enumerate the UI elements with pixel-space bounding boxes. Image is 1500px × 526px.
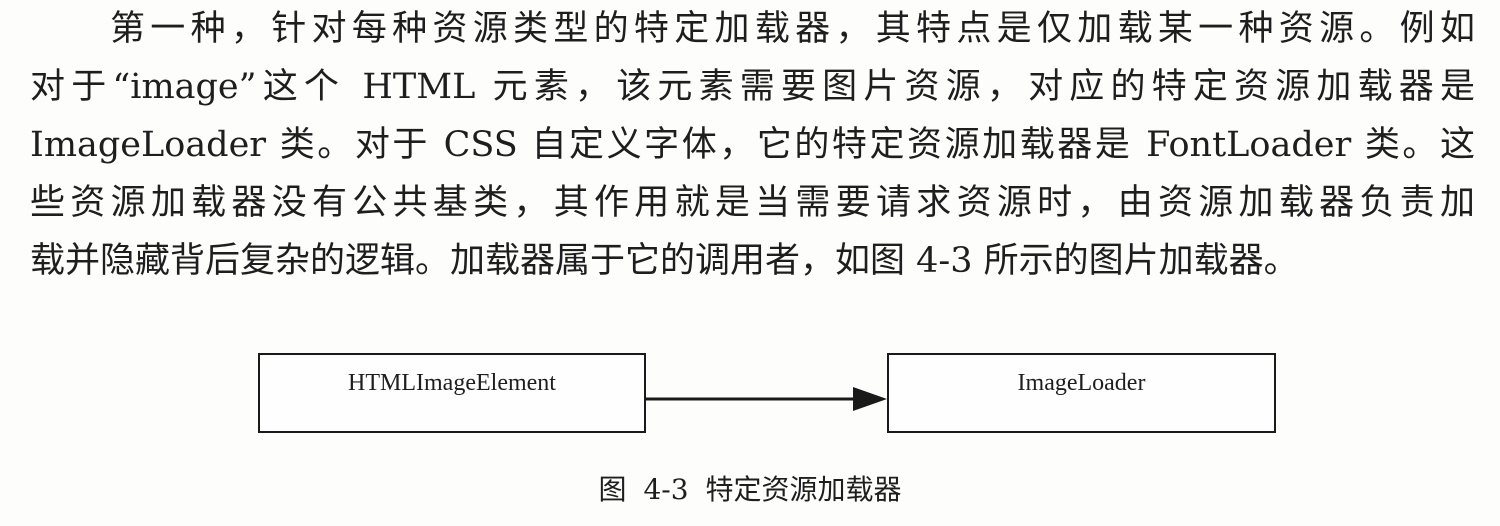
paragraph-line-1: 第一种，针对每种资源类型的特定加载器，其特点是仅加载某一种资源。例如 <box>110 9 1475 49</box>
loader-diagram: HTMLImageElement ImageLoader <box>0 350 1500 450</box>
arrow-connector <box>645 387 887 411</box>
paragraph-line-4: 些资源加载器没有公共基类，其作用就是当需要请求资源时，由资源加载器负责加 <box>30 183 1475 223</box>
paragraph-line-2: 对于“image”这个 HTML 元素，该元素需要图片资源，对应的特定资源加载器… <box>30 67 1475 107</box>
paragraph-line-5: 载并隐藏背后复杂的逻辑。加载器属于它的调用者，如图 4-3 所示的图片加载器。 <box>30 241 1299 281</box>
paragraph-line-3: ImageLoader 类。对于 CSS 自定义字体，它的特定资源加载器是 Fo… <box>30 125 1475 165</box>
image-loader-label: ImageLoader <box>1017 369 1146 396</box>
body-paragraph: 第一种，针对每种资源类型的特定加载器，其特点是仅加载某一种资源。例如 对于“im… <box>30 0 1475 290</box>
html-image-element-box: HTMLImageElement <box>258 353 646 433</box>
html-image-element-label: HTMLImageElement <box>348 369 556 396</box>
arrow-head <box>853 387 887 411</box>
image-loader-box: ImageLoader <box>887 353 1276 433</box>
figure-caption: 图 4-3 特定资源加载器 <box>598 473 902 506</box>
